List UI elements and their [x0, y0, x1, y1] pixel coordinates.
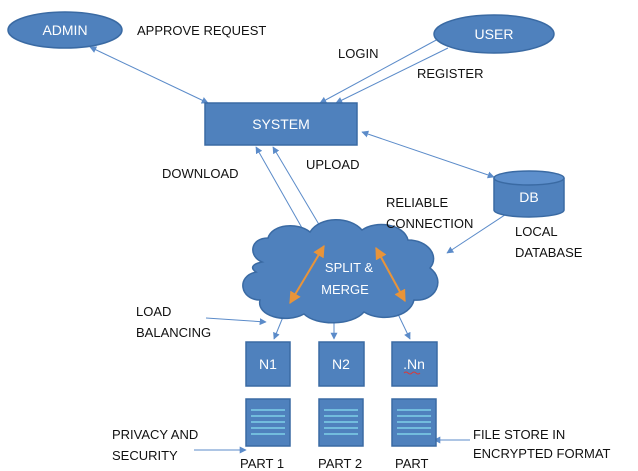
user-node: USER	[433, 14, 555, 54]
part2-label: PART 2	[318, 456, 362, 471]
db-node: DB	[493, 170, 565, 218]
node-nn-label: .Nn	[403, 356, 425, 372]
file-store-label-line1: FILE STORE IN	[473, 427, 565, 442]
cloud-label-line1: SPLIT &	[325, 260, 374, 275]
file-store-label-line2: ENCRYPTED FORMAT	[473, 446, 611, 461]
approve-request-label: APPROVE REQUEST	[137, 23, 266, 38]
local-database-label-line1: LOCAL	[515, 224, 558, 239]
cloud-nn-arrow	[396, 311, 411, 340]
system-label: SYSTEM	[252, 116, 310, 132]
download-label: DOWNLOAD	[162, 166, 239, 181]
local-database-label-line2: DATABASE	[515, 245, 583, 260]
cloud-label-line2: MERGE	[321, 282, 369, 297]
part-n-label: PART	[395, 456, 429, 471]
node-n2-label: N2	[332, 356, 350, 372]
node-n2: N2	[318, 341, 365, 387]
login-label: LOGIN	[338, 46, 378, 61]
login-arrow	[319, 37, 441, 104]
spellcheck-underline	[403, 371, 421, 375]
part2-document-icon	[318, 398, 364, 447]
download-arrow	[255, 146, 311, 243]
register-arrow	[335, 47, 449, 104]
part1-document-icon	[245, 398, 291, 447]
part1-label: PART 1	[240, 456, 284, 471]
upload-arrow	[272, 146, 328, 239]
user-label: USER	[475, 26, 514, 42]
admin-system-arrow	[89, 46, 209, 104]
node-n1: N1	[245, 341, 291, 387]
admin-label: ADMIN	[42, 22, 87, 38]
node-n1-label: N1	[259, 356, 277, 372]
privacy-security-label-line1: PRIVACY AND	[112, 427, 198, 442]
partn-document-icon	[391, 398, 437, 447]
db-label: DB	[519, 189, 538, 205]
merge-arrow	[375, 246, 406, 303]
load-balancing-arrow	[205, 317, 267, 326]
split-merge-cloud: SPLIT & MERGE	[242, 219, 439, 324]
load-balancing-label-line1: LOAD	[136, 304, 171, 319]
admin-node: ADMIN	[7, 11, 123, 49]
reliable-connection-label-line2: CONNECTION	[386, 216, 473, 231]
system-node: SYSTEM	[204, 102, 358, 146]
split-arrow	[289, 244, 325, 305]
upload-label: UPLOAD	[306, 157, 359, 172]
system-db-arrow	[361, 130, 495, 179]
reliable-connection-label-line1: RELIABLE	[386, 195, 448, 210]
register-label: REGISTER	[417, 66, 483, 81]
node-nn: .Nn	[391, 341, 438, 387]
privacy-security-label-line2: SECURITY	[112, 448, 178, 463]
load-balancing-label-line2: BALANCING	[136, 325, 211, 340]
